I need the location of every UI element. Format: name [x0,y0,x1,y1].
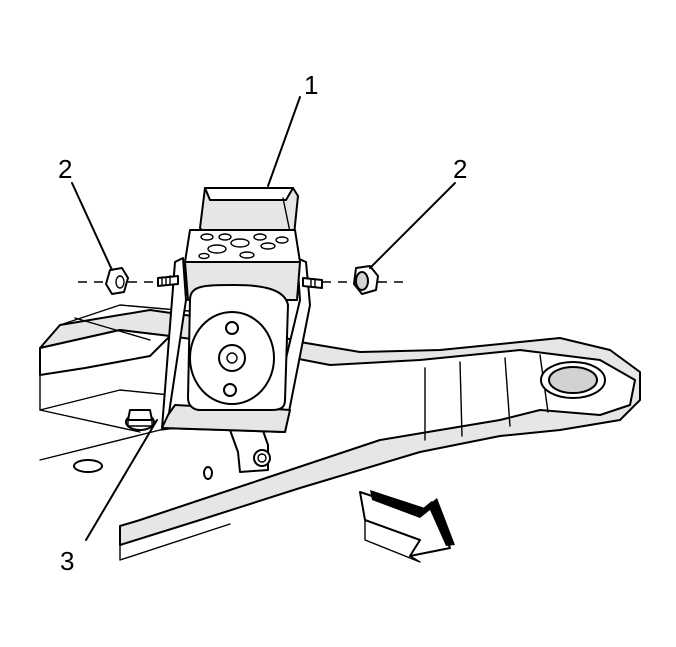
callout-1: 1 [304,70,318,100]
leader-2-right [369,182,456,269]
nut-left [105,267,129,295]
leader-1 [267,96,301,187]
front-direction-arrow-icon [359,490,455,563]
abs-module [184,187,301,411]
leader-3 [85,419,158,541]
nut-right [353,265,379,295]
callout-2-left: 2 [58,154,72,184]
callout-2-right: 2 [453,154,467,184]
leader-2-left [71,182,113,271]
frame-crossmember [39,304,641,561]
callout-3: 3 [60,546,74,576]
mounting-studs [157,275,323,289]
